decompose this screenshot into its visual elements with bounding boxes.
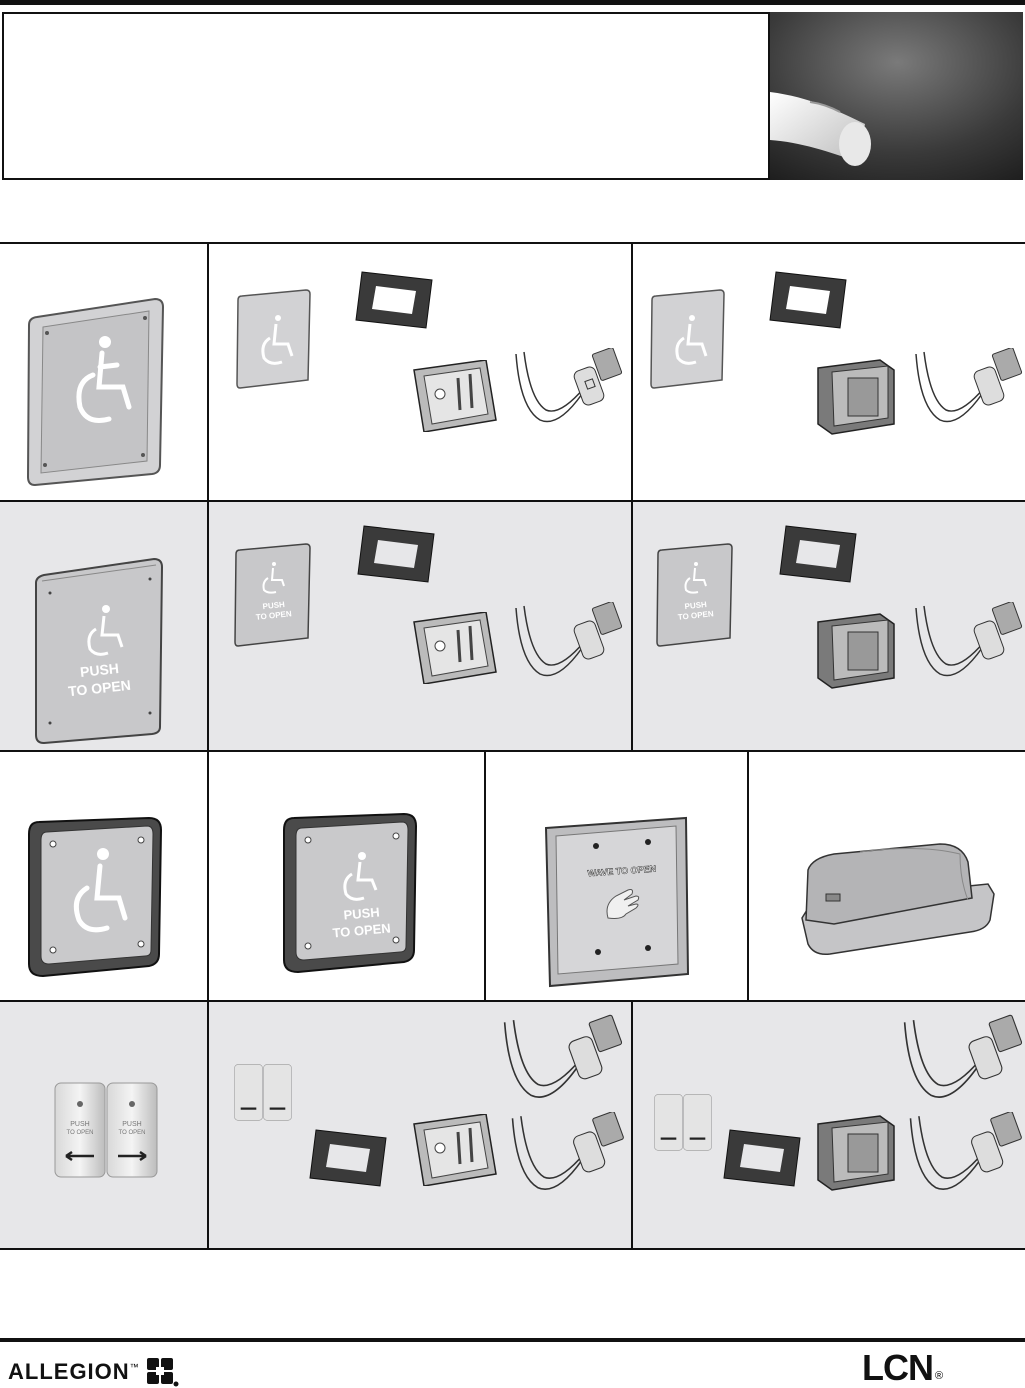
accessibility-icon (73, 848, 128, 933)
product-grid: PUSH TO OPEN PUSH TO OPEN (0, 242, 1025, 1250)
row-3: PUSH TO OPEN WAVE TO OPEN (0, 752, 1025, 1002)
lcn-wordmark: LCN (862, 1347, 934, 1388)
gasket (769, 271, 847, 329)
lcn-logo: LCN ® (862, 1346, 943, 1386)
surface-box (817, 1115, 895, 1191)
arrow-left-icon (65, 1150, 94, 1162)
gasket (779, 525, 857, 583)
small-push-to-open-plate: PUSH TO OPEN (234, 543, 311, 647)
push-to-open-plate: PUSH TO OPEN (35, 557, 164, 745)
push-label: PUSH (262, 600, 285, 611)
weatherproof-push-to-open-switch: PUSH TO OPEN (283, 812, 418, 974)
accessibility-icon (76, 336, 132, 423)
single-gang-box (413, 1114, 497, 1186)
header-photo (768, 12, 1023, 180)
wireless-transmitter (915, 348, 1022, 423)
single-gang-box (413, 612, 497, 684)
allegion-mark-icon (146, 1358, 179, 1387)
square-push-plate (26, 297, 165, 487)
to-open-label: TO OPEN (67, 677, 131, 699)
to-open-label: TO OPEN (67, 1130, 94, 1136)
jamb-switch-pair: PUSH TO OPEN PUSH TO OPEN (54, 1082, 158, 1178)
to-open-label: TO OPEN (332, 921, 391, 941)
wireless-transmitter (515, 602, 622, 677)
small-push-to-open-plate: PUSH TO OPEN (656, 543, 733, 647)
wireless-transmitter (515, 348, 622, 423)
grid-top-rule (0, 242, 1025, 244)
push-label: PUSH (79, 660, 119, 680)
weatherproof-switch (28, 816, 163, 978)
single-gang-box (413, 360, 497, 432)
arrow-right-icon (118, 1150, 147, 1162)
surface-box (817, 613, 895, 689)
small-push-plate (236, 289, 311, 389)
gasket (309, 1129, 387, 1187)
gasket (355, 271, 433, 329)
trademark-symbol: ™ (129, 1362, 139, 1372)
allegion-logo: ALLEGION ™ (8, 1357, 179, 1387)
hand-icon (606, 889, 640, 919)
row-2: PUSH TO OPEN PUSH TO OPEN (0, 502, 1025, 752)
wireless-transmitter (909, 1112, 1022, 1190)
push-label: PUSH (343, 904, 380, 922)
wave-to-open-sensor: WAVE TO OPEN (544, 816, 690, 988)
surface-sensor-housing (801, 843, 995, 956)
jamb-switch-pair-small (654, 1094, 712, 1151)
to-open-label: TO OPEN (119, 1130, 146, 1136)
top-rule (0, 0, 1025, 5)
wireless-transmitter (503, 1014, 622, 1098)
gasket (723, 1129, 801, 1187)
row-4: PUSH TO OPEN PUSH TO OPEN (0, 1002, 1025, 1250)
surface-box (817, 359, 895, 435)
to-open-label: TO OPEN (677, 609, 714, 622)
jamb-switch-pair-small (234, 1064, 292, 1121)
wireless-transmitter (915, 602, 1022, 677)
registered-symbol: ® (935, 1370, 944, 1382)
footer-rule (0, 1338, 1025, 1342)
wireless-transmitter (511, 1112, 624, 1190)
allegion-wordmark: ALLEGION (8, 1359, 130, 1384)
push-label: PUSH (684, 600, 707, 611)
wireless-transmitter (903, 1014, 1022, 1098)
small-push-plate (650, 289, 725, 389)
row-1 (0, 242, 1025, 502)
push-label: PUSH (70, 1121, 89, 1128)
push-label: PUSH (122, 1121, 141, 1128)
gasket (357, 525, 435, 583)
to-open-label: TO OPEN (255, 609, 292, 622)
